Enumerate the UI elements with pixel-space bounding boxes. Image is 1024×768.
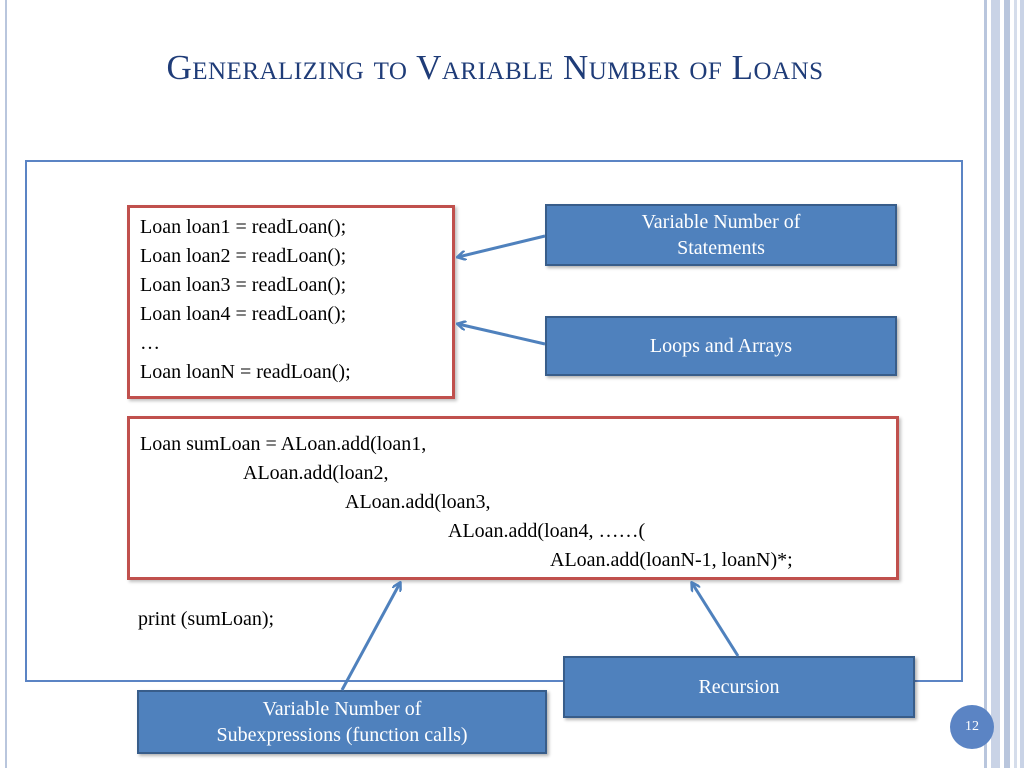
callout-variable-subexpressions: Variable Number of Subexpressions (funct…	[137, 690, 547, 754]
callout-variable-statements: Variable Number of Statements	[545, 204, 897, 266]
sum-code-box: Loan sumLoan = ALoan.add(loan1, ALoan.add…	[127, 416, 899, 580]
page-number-badge: 12	[950, 705, 994, 749]
code-line: Loan sumLoan = ALoan.add(loan1,	[140, 433, 427, 455]
callout-line: Variable Number of	[262, 698, 422, 720]
callout-line: Variable Number of	[641, 211, 801, 233]
callout-label: Recursion	[698, 676, 780, 698]
sum-code: Loan sumLoan = ALoan.add(loan1, ALoan.add…	[140, 430, 793, 575]
statements-code: Loan loan1 = readLoan(); Loan loan2 = rea…	[140, 213, 351, 387]
code-line: Loan loan2 = readLoan();	[140, 245, 347, 267]
callout-recursion: Recursion	[563, 656, 915, 718]
code-line: …	[140, 332, 160, 354]
code-line: Loan loan3 = readLoan();	[140, 274, 347, 296]
code-line: ALoan.add(loan2,	[243, 462, 389, 484]
right-decorative-stripes	[984, 0, 1024, 768]
code-line: ALoan.add(loan4, ……(	[448, 520, 646, 542]
slide-title: Generalizing to Variable Number of Loans	[166, 48, 824, 87]
code-line: Loan loan1 = readLoan();	[140, 216, 347, 238]
code-line: Loan loan4 = readLoan();	[140, 303, 347, 325]
left-decorative-rule	[5, 0, 7, 768]
callout-line: Statements	[677, 237, 765, 259]
code-line: ALoan.add(loanN-1, loanN)*;	[550, 549, 793, 571]
code-line: ALoan.add(loan3,	[345, 491, 491, 513]
callout-line: Subexpressions (function calls)	[216, 724, 468, 746]
statements-code-box: Loan loan1 = readLoan(); Loan loan2 = rea…	[127, 205, 455, 399]
print-statement: print (sumLoan);	[138, 608, 275, 630]
code-line: Loan loanN = readLoan();	[140, 361, 351, 383]
callout-label: Loops and Arrays	[649, 335, 793, 357]
callout-loops-arrays: Loops and Arrays	[545, 316, 897, 376]
